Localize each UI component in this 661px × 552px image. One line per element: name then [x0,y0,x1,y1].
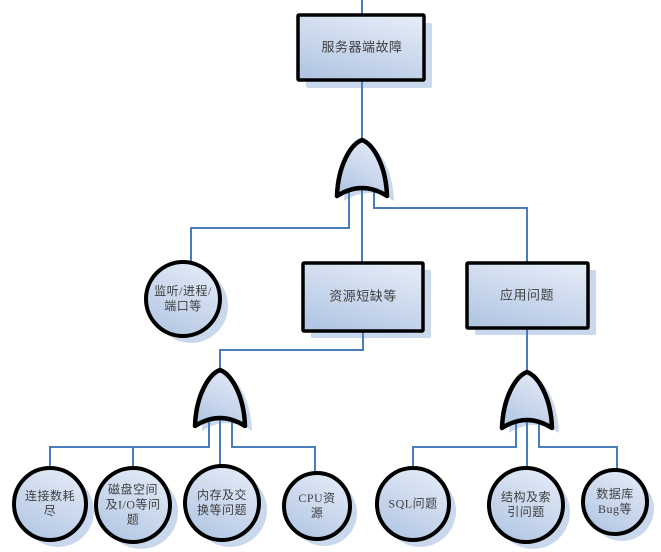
conn-event-circle [12,466,88,542]
connector-gate-conn [49,416,210,469]
connector-gate-dbbug [538,418,618,472]
connector-gate-cpu [231,416,316,474]
sql-event-circle [375,466,451,542]
listen-event-circle [144,260,222,338]
memory-event-circle [183,464,261,542]
disk-event-circle [94,466,172,544]
shape-layer [12,13,649,544]
connector-layer [49,0,618,474]
connector-topgate-listen [190,188,350,264]
dbbug-event-circle [581,468,649,536]
connector-gate-sql [412,418,517,470]
app-event-box [465,261,590,330]
app-or-gate [502,372,552,428]
resource-or-gate [195,370,245,426]
index-event-circle [487,466,565,544]
connector-resource-gate [219,330,364,372]
resource-event-box [301,261,425,333]
top-or-gate [337,140,387,196]
root-event-box [296,13,426,82]
connector-topgate-app [373,188,528,264]
cpu-event-circle [282,471,352,541]
